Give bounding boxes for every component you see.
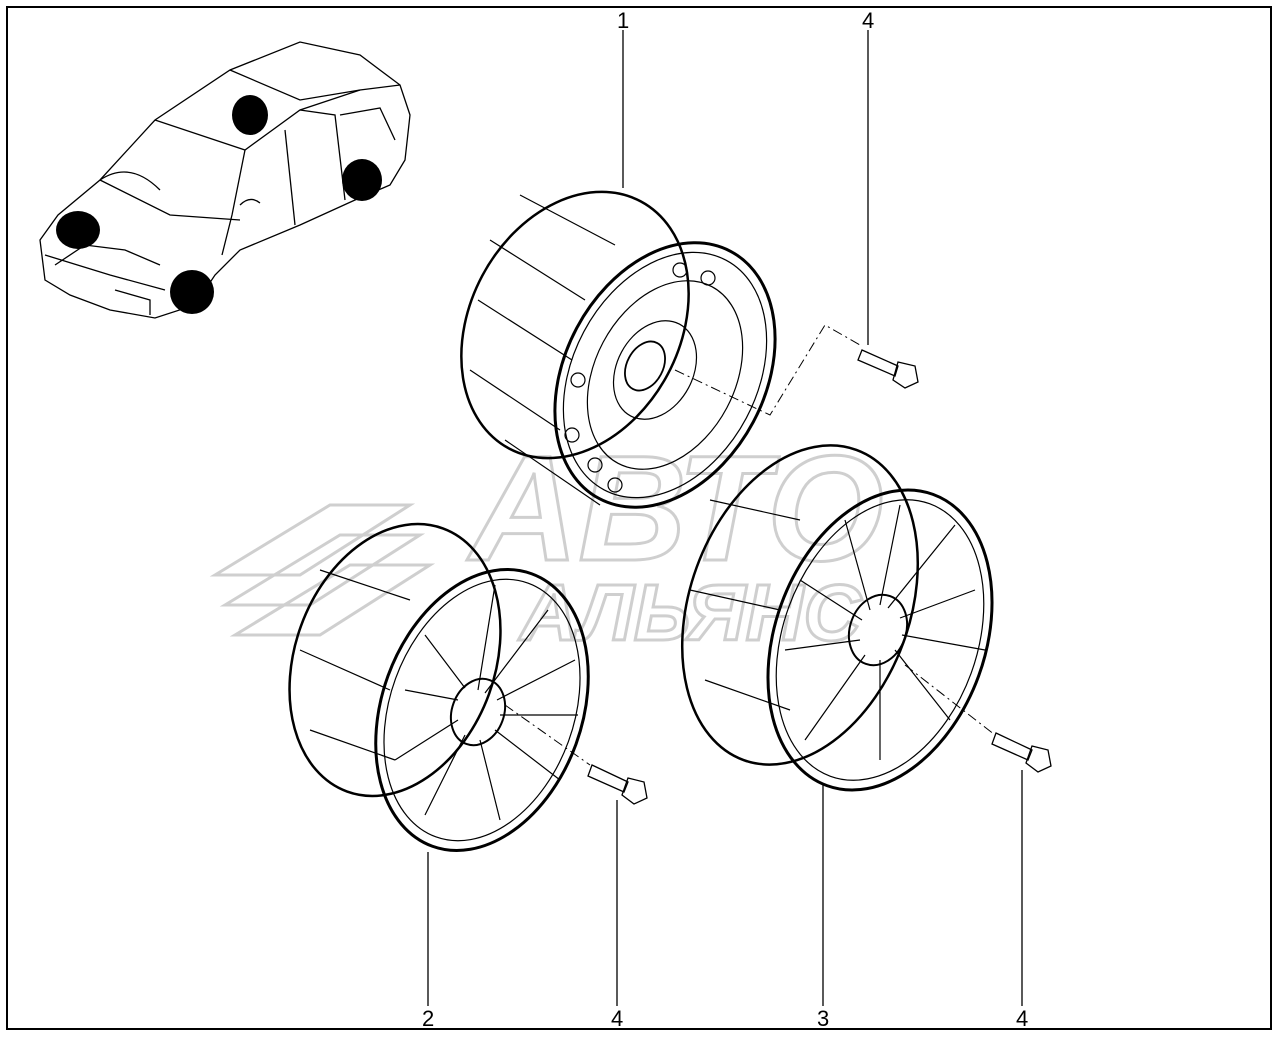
watermark-line1: АВТО [466, 424, 884, 592]
wheel-marker-rear-right [342, 159, 382, 201]
wheel-marker-front-left [56, 211, 100, 249]
callout-4-top: 4 [862, 8, 875, 33]
callout-1: 1 [617, 8, 630, 33]
drawing-frame [6, 6, 1272, 1030]
callout-3: 3 [817, 1006, 830, 1031]
callout-4-middle: 4 [611, 1006, 624, 1031]
watermark-line2: АЛЬЯНС [518, 568, 862, 657]
watermark-logo [209, 503, 436, 637]
wheel-bolt-top [857, 349, 919, 389]
wheel-markers [56, 95, 382, 314]
wheel-marker-rear-left [232, 95, 268, 135]
alloy-wheel-right [680, 444, 994, 792]
wheel-bolt-middle [587, 764, 648, 805]
callout-4-right: 4 [1016, 1006, 1029, 1031]
car-illustration [39, 41, 411, 319]
steel-wheel [460, 190, 777, 509]
axis-lines [504, 324, 996, 766]
wheel-marker-front-right [170, 270, 214, 314]
leader-lines [427, 30, 1023, 1006]
callout-2: 2 [422, 1006, 435, 1031]
watermark: АВТО АЛЬЯНС [209, 423, 885, 659]
alloy-wheel-left [288, 522, 590, 852]
wheel-bolt-right [991, 732, 1052, 773]
